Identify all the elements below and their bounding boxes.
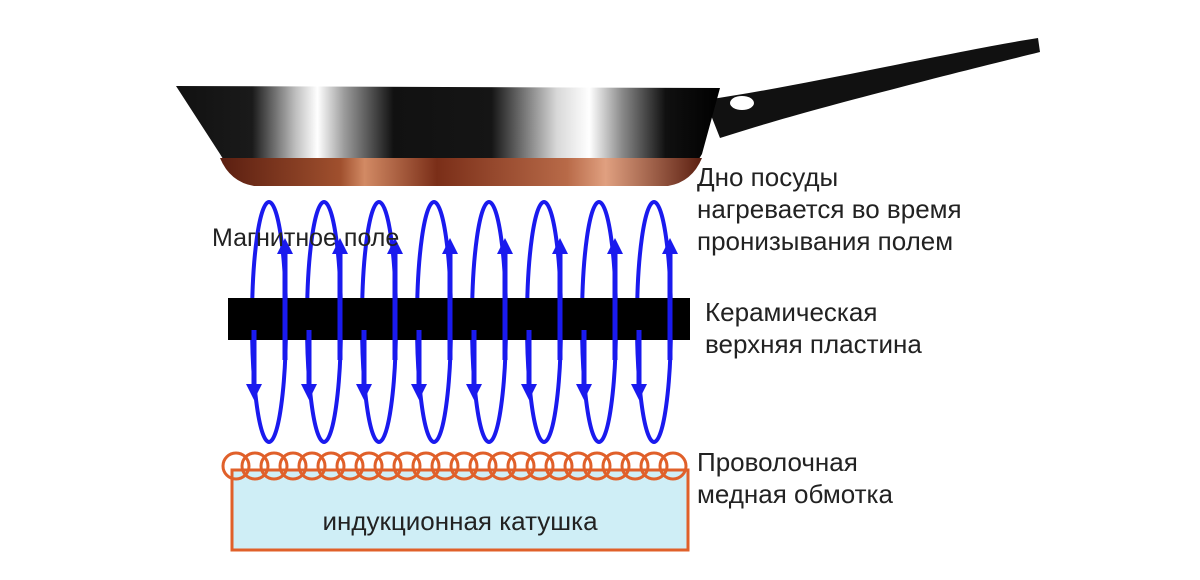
- copper-ring: [582, 451, 612, 481]
- copper-ring: [354, 451, 384, 481]
- copper-ring: [335, 451, 365, 481]
- pan-bottom-line-2: нагревается во время: [697, 194, 962, 224]
- copper-ring: [297, 451, 327, 481]
- ceramic-line-2: верхняя пластина: [705, 329, 922, 359]
- pan-bottom-label: Дно посуды нагревается во время пронизыв…: [697, 161, 1057, 257]
- copper-ring: [468, 451, 498, 481]
- induction-coil-box: [230, 468, 690, 552]
- copper-ring: [278, 451, 308, 481]
- ceramic-plate: [228, 298, 690, 340]
- copper-ring: [392, 451, 422, 481]
- copper-ring: [449, 451, 479, 481]
- copper-ring: [639, 451, 669, 481]
- copper-ring: [259, 451, 289, 481]
- copper-wire-label: Проволочная медная обмотка: [697, 446, 893, 510]
- copper-ring: [525, 451, 555, 481]
- magnetic-field-arrows: [245, 237, 679, 401]
- copper-ring: [544, 451, 574, 481]
- copper-ring: [411, 451, 441, 481]
- copper-ring: [316, 451, 346, 481]
- copper-ring: [601, 451, 631, 481]
- frying-pan: [176, 38, 1040, 186]
- copper-ring: [240, 451, 270, 481]
- wire-line-2: медная обмотка: [697, 479, 893, 509]
- copper-ring: [620, 451, 650, 481]
- pan-bottom-line-3: пронизывания полем: [697, 226, 954, 256]
- copper-ring: [658, 451, 688, 481]
- pan-bottom-line-1: Дно посуды: [697, 162, 839, 192]
- wire-line-1: Проволочная: [697, 447, 858, 477]
- pan-body: [176, 86, 720, 180]
- copper-ring: [563, 451, 593, 481]
- pan-base: [220, 158, 702, 186]
- copper-ring: [373, 451, 403, 481]
- magnetic-field-label: Магнитное поле: [212, 224, 400, 252]
- ceramic-line-1: Керамическая: [705, 297, 878, 327]
- copper-ring: [487, 451, 517, 481]
- copper-ring: [221, 451, 251, 481]
- copper-winding: [221, 451, 688, 481]
- induction-coil-label: индукционная катушка: [322, 506, 598, 536]
- copper-ring: [430, 451, 460, 481]
- pan-handle: [705, 38, 1040, 138]
- handle-hole: [730, 96, 754, 110]
- ceramic-plate-label: Керамическая верхняя пластина: [705, 296, 922, 360]
- copper-ring: [506, 451, 536, 481]
